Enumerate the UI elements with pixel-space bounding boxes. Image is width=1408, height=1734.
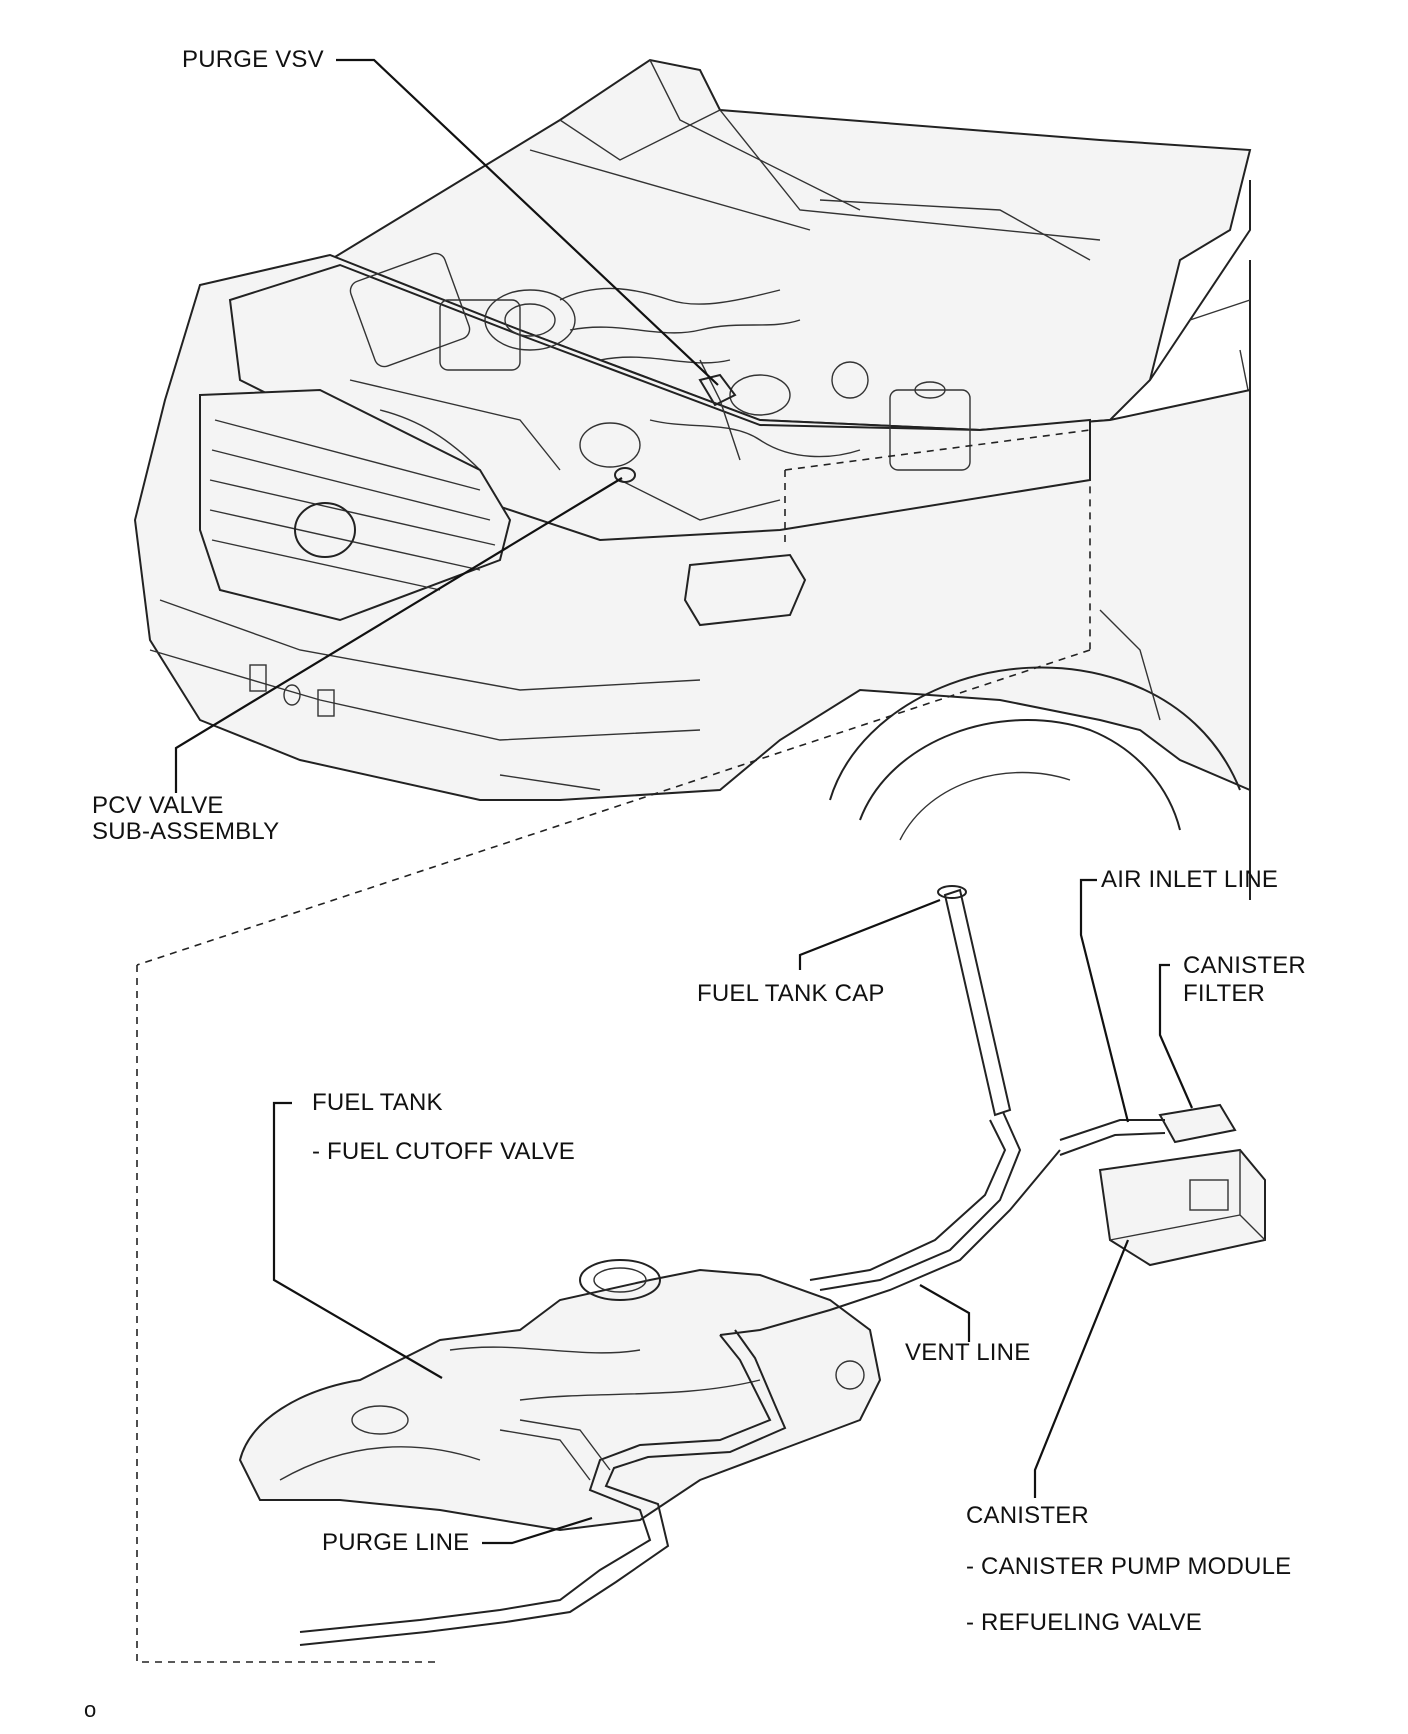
vent-line-hose [719,1149,1061,1336]
leader-fuel-tank [272,1101,443,1379]
page-mark: o [84,1697,97,1722]
label-canister-filter-line1: CANISTER [1183,952,1306,979]
grille [199,388,512,622]
label-pcv-valve-line2: SUB-ASSEMBLY [92,818,280,845]
air-inlet-line-hose [1059,1119,1165,1141]
vehicle-front-illustration [133,58,1252,900]
leader-purge-line [482,1516,593,1545]
label-purge-vsv: PURGE VSV [182,46,324,73]
grille-emblem [294,502,356,558]
leader-canister [1033,1239,1130,1498]
label-canister-filter-line2: FILTER [1183,980,1266,1007]
label-refueling-valve: - REFUELING VALVE [966,1609,1202,1636]
leader-purge-vsv [336,58,719,386]
purge-line-hose [299,1334,772,1633]
label-fuel-tank: FUEL TANK [312,1089,443,1116]
leader-lines [174,58,1194,1545]
leader-pcv-valve [174,477,623,793]
leader-air-inlet-line [1079,878,1130,1123]
fuel-tank [238,1268,882,1532]
tire [859,719,1181,831]
label-canister-pump-module: - CANISTER PUMP MODULE [966,1553,1292,1580]
label-fuel-tank-cap: FUEL TANK CAP [697,980,885,1007]
fuel-system-illustration [238,885,1266,1646]
label-vent-line: VENT LINE [905,1339,1031,1366]
leader-vent-line [919,1284,971,1342]
wheel-arch [829,666,1241,801]
fuel-pump-ring [579,1259,661,1301]
label-fuel-cutoff-valve: - FUEL CUTOFF VALVE [312,1138,575,1165]
label-purge-line: PURGE LINE [322,1529,470,1556]
purge-vsv-part [698,373,737,407]
label-pcv-valve-line1: PCV VALVE [92,792,224,819]
filler-neck [943,888,1012,1117]
leader-fuel-tank-cap [798,898,941,970]
pcv-valve-part [614,467,636,483]
fuel-tank-cap-part [937,885,967,899]
detail-callout-window [136,429,1091,1663]
canister-filter-part [1158,1103,1237,1144]
headlight [683,553,807,627]
label-air-inlet-line: AIR INLET LINE [1101,866,1279,893]
label-canister: CANISTER [966,1502,1089,1529]
leader-canister-filter [1158,963,1194,1109]
